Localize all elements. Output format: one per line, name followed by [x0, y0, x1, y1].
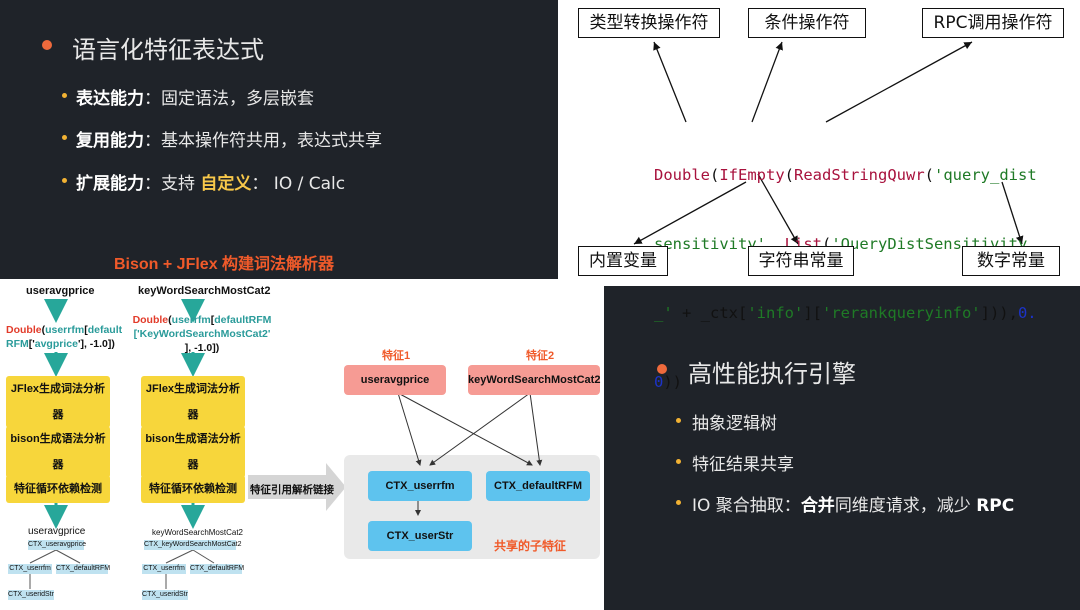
bullet [676, 459, 681, 464]
list-item-text: 基本操作符共用，表达式共享 [161, 131, 382, 151]
col1-bison-box: bison生成语法分析器 [6, 426, 110, 478]
list-item-label: 扩展能力 [76, 174, 144, 194]
col1-ctx-useridstr: CTX_useridStr [8, 590, 54, 600]
label-number-constant: 数字常量 [962, 246, 1060, 276]
shared-subfeature-label: 共享的子特征 [494, 539, 567, 553]
col1-jflex-box: JFlex生成词法分析器 [6, 376, 110, 428]
ctx-defaultrfm-box: CTX_defaultRFM [486, 471, 590, 501]
code-arrows [633, 41, 1024, 245]
bullet [676, 500, 681, 505]
title-bullet [42, 40, 52, 50]
feature1-box: useravgprice [344, 365, 446, 395]
list-item-text: 固定语法，多层嵌套 [161, 89, 314, 109]
list-item-result-share: 特征结果共享 [692, 455, 794, 475]
col1-expression: Double(userrfm[default RFM['avgprice'], … [6, 324, 123, 350]
ctx-userrfm-box: CTX_userrfm [368, 471, 472, 501]
col2-ctx-userrfm: CTX_userrfm [142, 564, 186, 574]
col1-cycle-detect-box: 特征循环依赖检测 [6, 475, 110, 503]
col1-ctx-userrfm: CTX_userrfm [8, 564, 52, 574]
list-item-expr: 表达能力：固定语法，多层嵌套 [76, 89, 314, 109]
section-title-engine: 高性能执行引擎 [688, 360, 856, 388]
section-title-lang-feature: 语言化特征表达式 [72, 36, 264, 64]
col2-ctx-root: CTX_keyWordSearchMostCat2 [144, 540, 242, 550]
code-panel: 类型转换操作符 条件操作符 RPC调用操作符 Double(IfEmpty(Re… [558, 0, 1080, 391]
bullet [62, 135, 67, 140]
bullet [62, 93, 67, 98]
col2-ctx-defaultrfm: CTX_defaultRFM [190, 564, 245, 574]
bullet [62, 178, 67, 183]
col2-head: keyWordSearchMostCat2 [138, 285, 271, 297]
label-builtin-variable: 内置变量 [578, 246, 668, 276]
ctx-userstr-box: CTX_userStr [368, 521, 472, 551]
list-item-label: 复用能力 [76, 131, 144, 151]
list-item-extend: 扩展能力：支持 自定义： IO / Calc [76, 174, 346, 194]
title-bullet [657, 364, 667, 374]
col2-ctx-useridstr: CTX_useridStr [142, 590, 188, 600]
col2-jflex-box: JFlex生成词法分析器 [141, 376, 245, 428]
parser-diagram: useravgprice Double(userrfm[default RFM[… [0, 279, 604, 610]
list-item-reuse: 复用能力：基本操作符共用，表达式共享 [76, 131, 382, 151]
bison-title: Bison + JFlex 构建词法解析器 [114, 256, 335, 273]
bullet [676, 418, 681, 423]
list-item-io-aggregate: IO 聚合抽取：合并同维度请求，减少 RPC [692, 496, 1015, 516]
label-string-constant: 字符串常量 [748, 246, 854, 276]
list-item-label: 表达能力 [76, 89, 144, 109]
code-expression: Double(IfEmpty(ReadStringQuwr('query_dis… [654, 166, 1037, 391]
col1-name: useravgprice [28, 526, 86, 537]
label-type-convert-operator: 类型转换操作符 [578, 8, 720, 38]
highlight-custom: 自定义 [200, 174, 252, 194]
col2-expression: Double(userrfm[defaultRFM ['KeyWordSearc… [132, 314, 272, 354]
col1-ctx-defaultrfm: CTX_defaultRFM [56, 564, 111, 574]
col1-ctx-root: CTX_useravgprice [28, 540, 86, 550]
list-item-logic-tree: 抽象逻辑树 [692, 414, 777, 434]
col1-head: useravgprice [26, 285, 95, 297]
feature2-box: keyWordSearchMostCat2 [468, 365, 600, 395]
col2-cycle-detect-box: 特征循环依赖检测 [141, 475, 245, 503]
label-rpc-operator: RPC调用操作符 [922, 8, 1064, 38]
label-condition-operator: 条件操作符 [748, 8, 866, 38]
col2-name: keyWordSearchMostCat2 [152, 528, 243, 537]
link-label: 特征引用解析链接 [250, 484, 334, 496]
col2-bison-box: bison生成语法分析器 [141, 426, 245, 478]
feature2-tag: 特征2 [526, 350, 555, 362]
feature1-tag: 特征1 [382, 350, 411, 362]
list-item-text: 支持 [161, 174, 201, 194]
